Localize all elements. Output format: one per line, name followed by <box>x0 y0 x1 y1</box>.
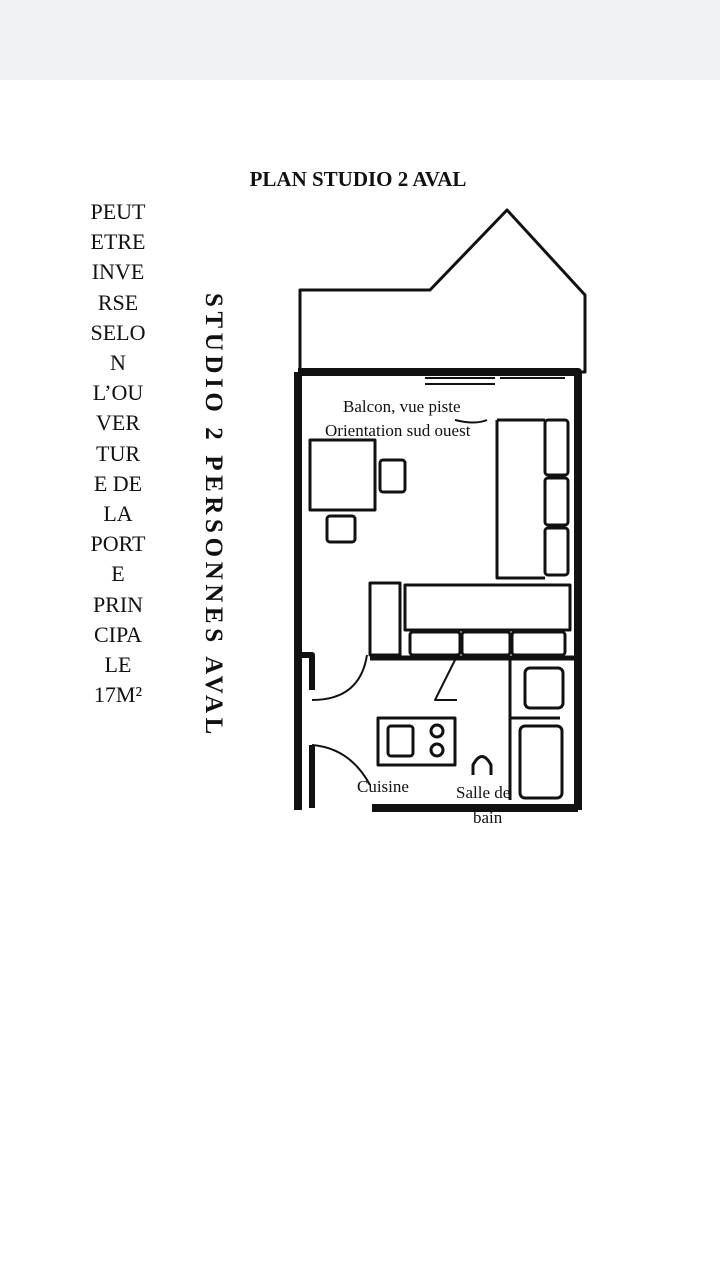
side-note-line: L’OU <box>92 380 144 406</box>
shower <box>518 724 564 800</box>
side-note-line: PORT <box>90 531 146 557</box>
side-note-line: ETRE <box>90 229 146 255</box>
side-note-line: VER <box>96 410 140 436</box>
side-note-line: E <box>111 561 125 587</box>
side-note-line: TUR <box>96 440 140 466</box>
chair <box>378 458 407 494</box>
door-arc-entrance <box>311 744 371 786</box>
side-note-line: RSE <box>97 289 139 315</box>
side-note-line: LE <box>104 652 132 678</box>
cooker <box>376 716 457 767</box>
side-table <box>368 581 402 657</box>
side-note-line: E DE <box>93 470 143 496</box>
chair <box>325 514 357 544</box>
side-note-line: SELO <box>90 319 146 345</box>
side-note-line: LA <box>103 501 133 527</box>
door-arc-balcony <box>454 419 488 424</box>
hob <box>429 723 445 739</box>
sofa <box>403 583 572 632</box>
balcony-outline <box>298 208 587 374</box>
side-note: PEUT ETRE INVE RSE SELO N L’OU VER TUR E… <box>72 197 164 710</box>
counter <box>495 418 545 580</box>
bathroom-label-line1: Salle de <box>456 783 511 802</box>
side-note-line: 17M² <box>93 682 143 708</box>
bathroom-wall <box>508 658 560 800</box>
sink <box>523 666 565 710</box>
bench-cushion <box>543 418 570 477</box>
door-arc <box>311 654 368 701</box>
sofa-cushion <box>460 630 512 657</box>
balcony-label: Balcon, vue piste <box>343 397 461 416</box>
plan-title: PLAN STUDIO 2 AVAL <box>249 167 467 191</box>
side-note-line: CIPA <box>93 621 143 647</box>
table <box>308 438 377 512</box>
kitchen-door <box>434 659 457 701</box>
sofa-cushion <box>510 630 567 657</box>
sofa-cushion <box>408 630 462 657</box>
top-bar <box>0 0 720 80</box>
bench-cushion <box>543 526 570 577</box>
bench-cushion <box>543 476 570 527</box>
wall-outer <box>294 368 582 812</box>
orientation-label: Orientation sud ouest <box>325 421 471 440</box>
kitchen-label: Cuisine <box>357 777 409 796</box>
side-note-line: PRIN <box>92 591 144 617</box>
window <box>425 377 565 385</box>
wall-door-jamb <box>300 652 315 690</box>
side-note-line: INVE <box>91 259 145 285</box>
bathroom-label-line2: bain <box>473 808 503 827</box>
side-note-line: PEUT <box>90 199 146 224</box>
toilet <box>471 755 493 775</box>
side-note-line: N <box>110 350 126 376</box>
hob <box>429 742 445 758</box>
oven <box>386 724 415 758</box>
